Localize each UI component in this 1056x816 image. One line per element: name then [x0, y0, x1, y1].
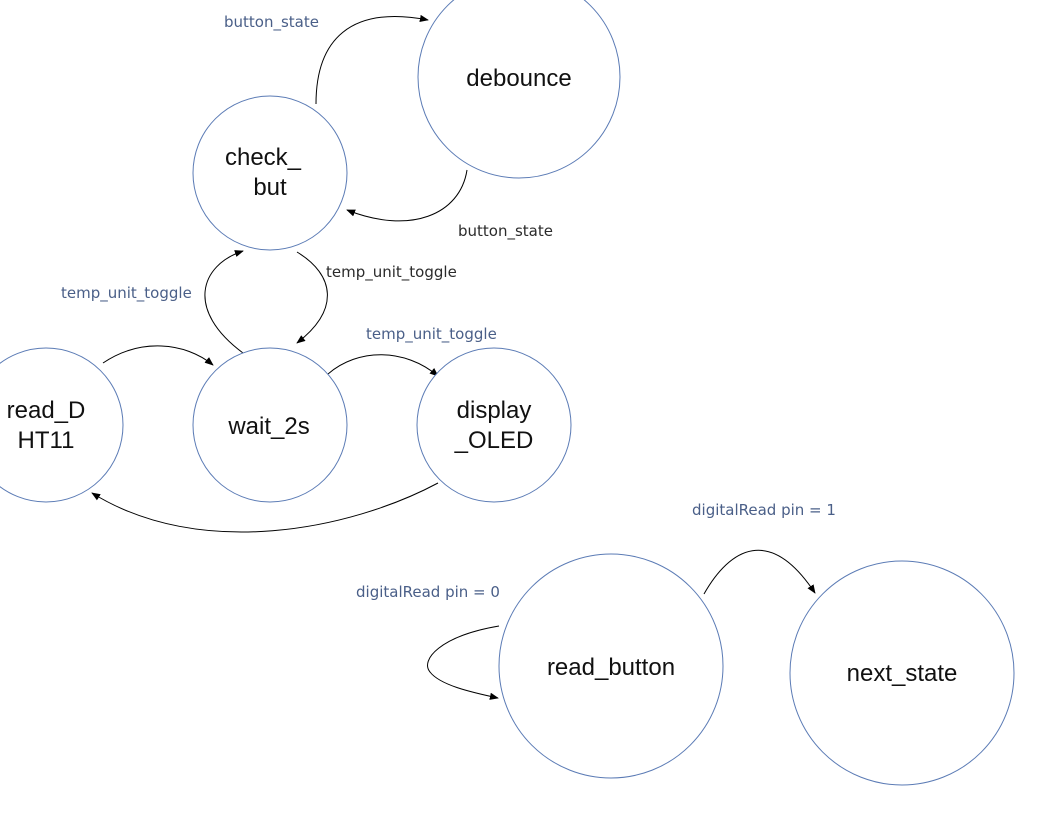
edge-label-debounce-to-check: button_state: [458, 222, 553, 241]
state-wait-2s[interactable]: wait_2s: [192, 347, 348, 503]
edge-read-button-to-next: [703, 549, 816, 595]
state-label-line-2: HT11: [18, 427, 75, 454]
state-display-oled[interactable]: display _OLED: [416, 347, 572, 503]
edge-read-to-wait: [102, 345, 214, 366]
edge-label-read-button-self: digitalRead pin = 0: [356, 583, 500, 601]
edge-label-check-to-debounce: button_state: [224, 13, 319, 32]
state-label-line-1: check_: [225, 144, 302, 171]
state-check-but[interactable]: check_ but: [192, 95, 348, 251]
state-label: read_button: [547, 654, 675, 681]
state-label: wait_2s: [227, 413, 309, 440]
edge-wait-to-check: [204, 250, 244, 354]
edge-wait-to-display: [327, 354, 439, 377]
state-next-state[interactable]: next_state: [789, 560, 1015, 786]
state-label-line-1: display: [457, 397, 532, 424]
edge-display-to-read: [91, 482, 439, 533]
state-debounce[interactable]: debounce: [417, 0, 621, 179]
state-label-line-1: read_D: [7, 397, 86, 424]
state-label-line-2: but: [253, 174, 287, 201]
edge-label-read-button-to-next: digitalRead pin = 1: [692, 501, 836, 519]
edge-label-wait-to-display: temp_unit_toggle: [366, 325, 497, 344]
state-label-line-2: _OLED: [454, 427, 534, 454]
edge-label-check-to-wait: temp_unit_toggle: [326, 263, 457, 282]
edge-label-wait-to-check: temp_unit_toggle: [61, 284, 192, 303]
state-read-button[interactable]: read_button: [498, 553, 724, 779]
state-label: next_state: [847, 660, 958, 687]
edge-read-button-self: [427, 625, 500, 700]
state-read-dht11[interactable]: read_D HT11: [0, 347, 124, 503]
state-label: debounce: [466, 65, 571, 92]
edge-check-to-wait: [296, 251, 328, 344]
edge-debounce-to-check: [346, 169, 468, 222]
edge-check-to-debounce: [315, 14, 429, 105]
